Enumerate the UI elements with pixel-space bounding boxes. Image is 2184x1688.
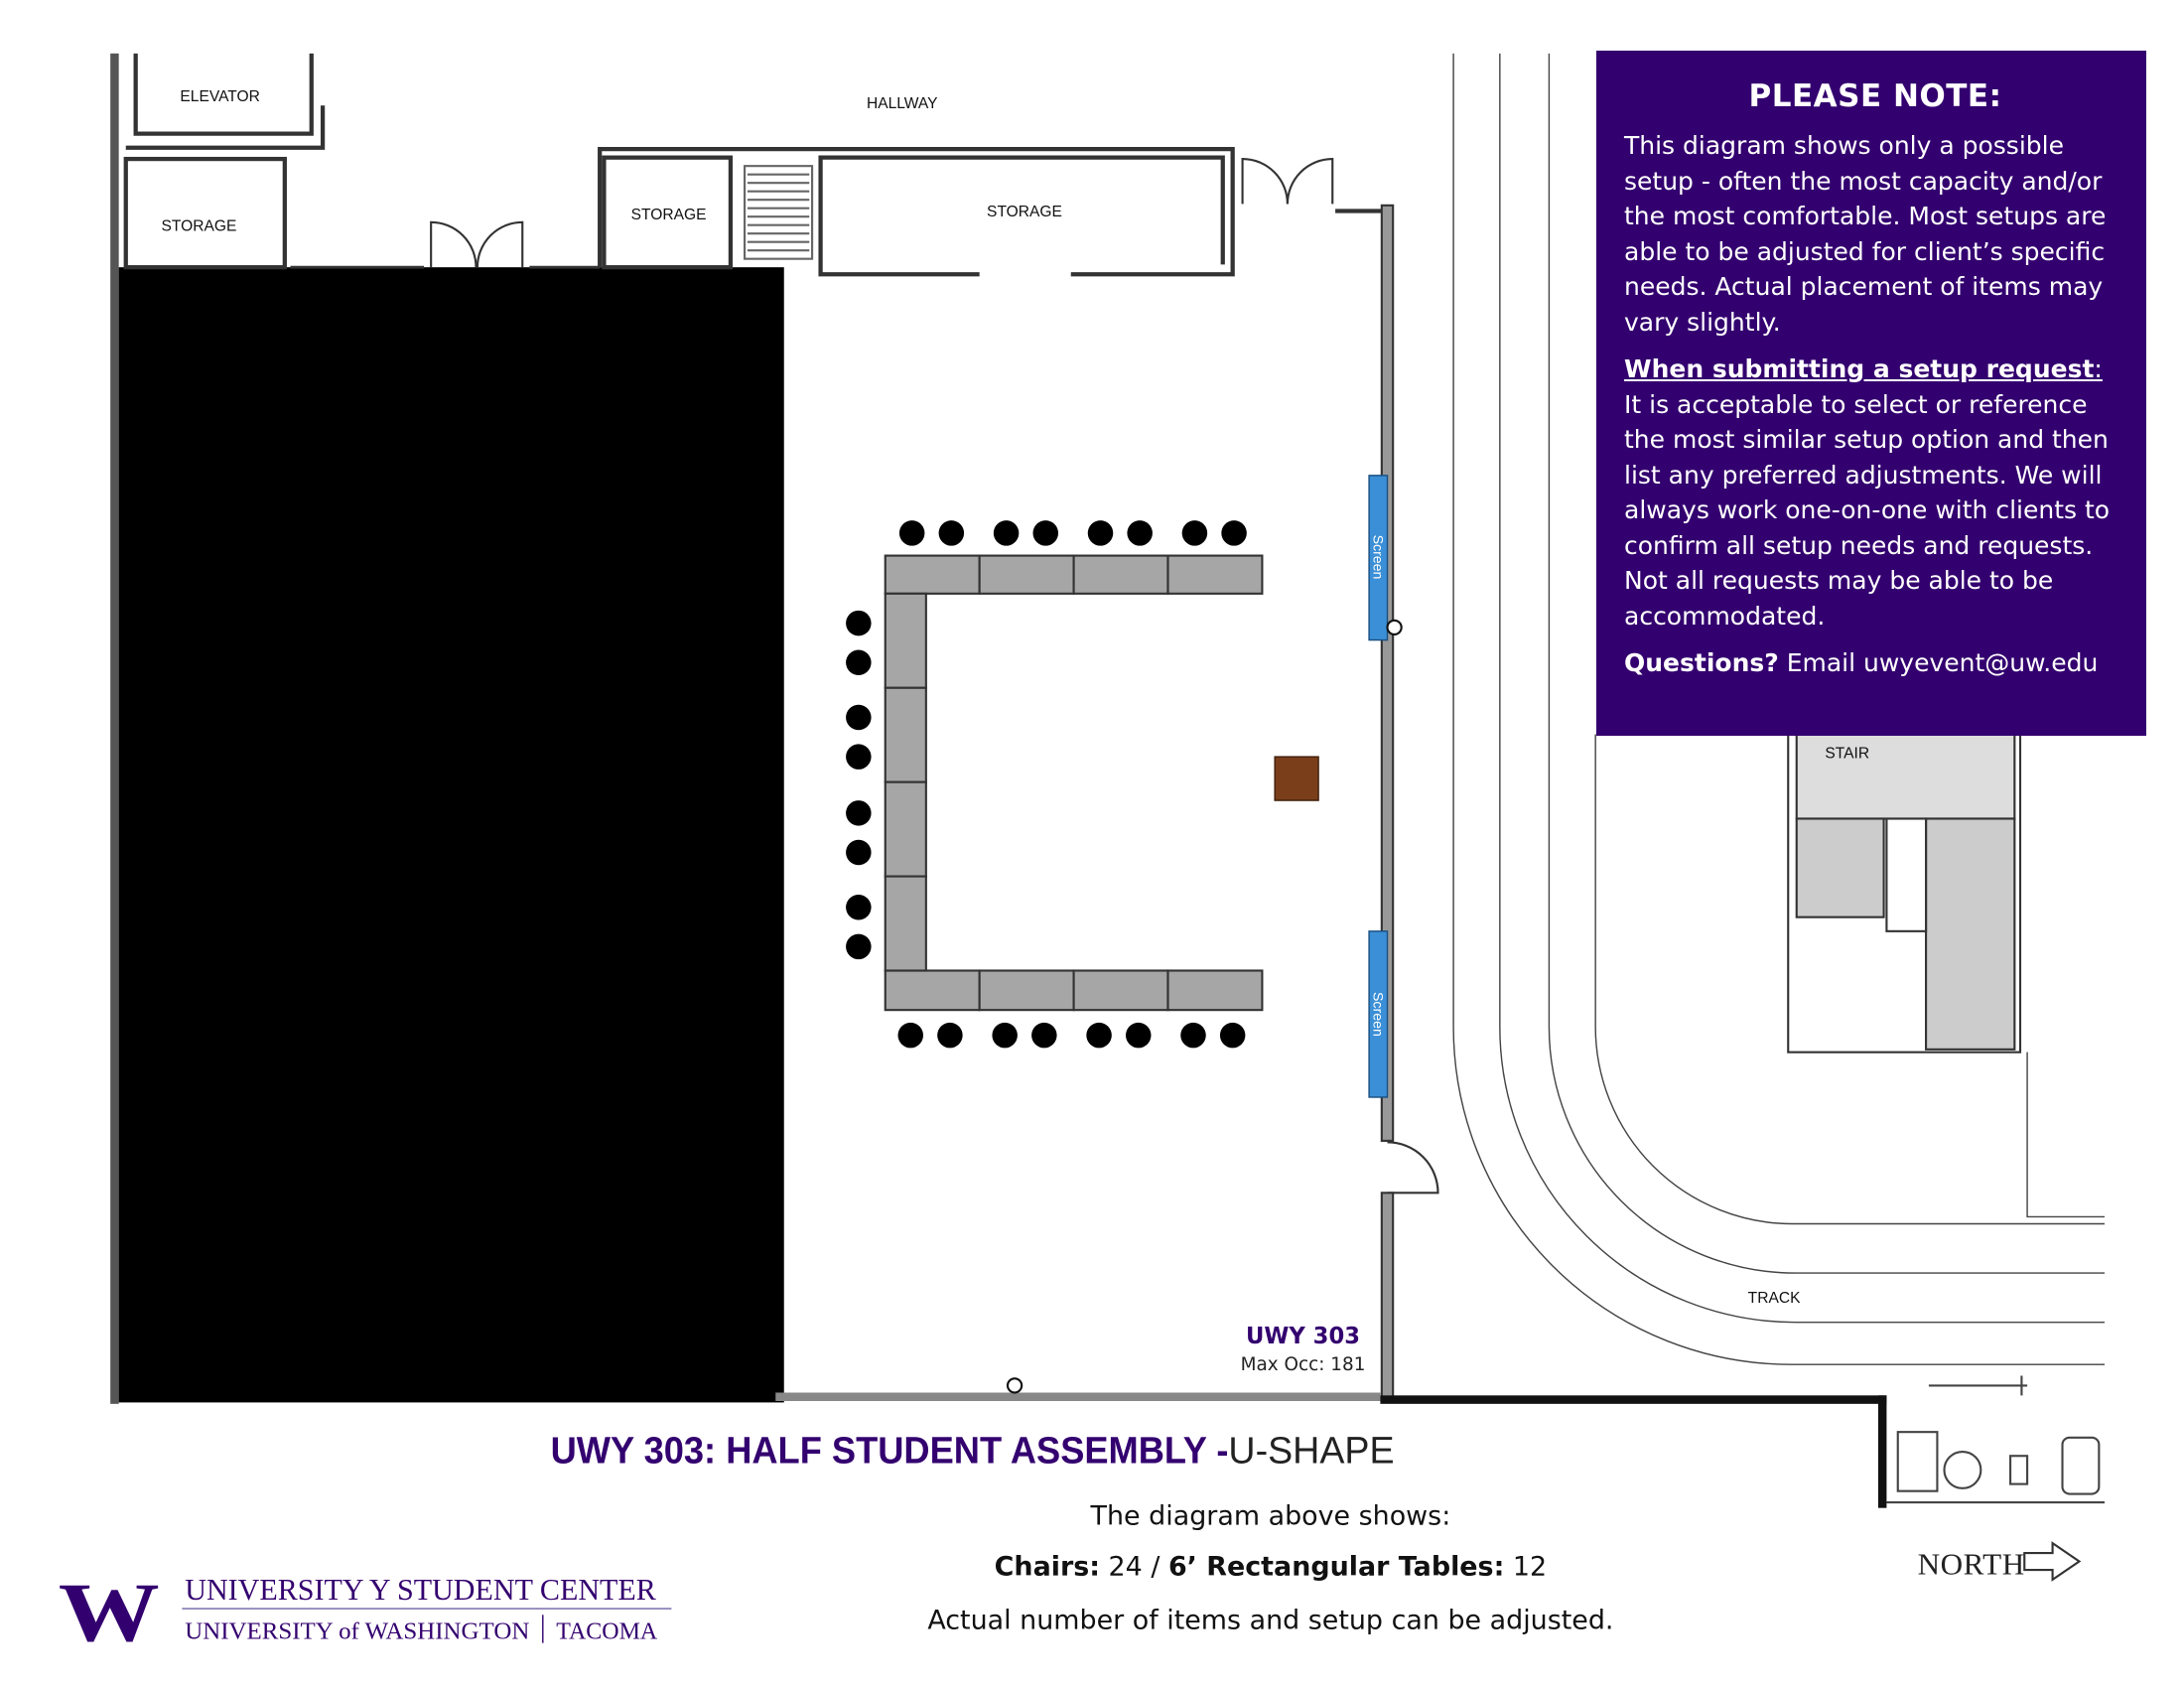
- chair: [1086, 1022, 1112, 1049]
- note-title: PLEASE NOTE:: [1748, 78, 2002, 114]
- chair: [897, 1022, 923, 1049]
- table: [1072, 554, 1169, 595]
- table: [884, 686, 927, 783]
- table: [884, 554, 981, 595]
- chair: [846, 933, 872, 960]
- summary-counts: Chairs: 24 / 6’ Rectangular Tables: 12: [995, 1552, 1547, 1583]
- setup-request-heading: When submitting a setup request: [1624, 354, 2095, 383]
- chair: [1180, 1022, 1206, 1049]
- stair-vent: [744, 165, 814, 260]
- chair: [846, 744, 872, 770]
- logo-line-2: UNIVERSITY of WASHINGTON: [185, 1618, 529, 1644]
- chair: [846, 839, 872, 866]
- logo-line-1: UNIVERSITY Y STUDENT CENTER: [185, 1572, 656, 1607]
- door-swings: [430, 158, 1439, 1195]
- closed-half-area: [118, 267, 784, 1403]
- chair: [846, 895, 872, 920]
- storage-label: STORAGE: [987, 204, 1062, 220]
- note-paragraph-1: This diagram shows only a possible setup…: [1624, 131, 2107, 337]
- please-note-panel: PLEASE NOTE: This diagram shows only a p…: [1596, 51, 2146, 736]
- screen-south: Screen: [1368, 930, 1389, 1098]
- stair: [1787, 733, 2022, 1054]
- table: [1166, 554, 1264, 595]
- chair: [1032, 520, 1058, 546]
- track: [1452, 53, 2106, 1365]
- table: [978, 969, 1075, 1012]
- chair: [1087, 520, 1114, 546]
- table: [1166, 969, 1264, 1012]
- chair: [993, 520, 1020, 546]
- questions-label: Questions?: [1624, 648, 1779, 677]
- chair: [937, 1022, 963, 1049]
- table: [884, 969, 981, 1012]
- tables: [884, 554, 1264, 1012]
- north-label: NORTH: [1918, 1546, 2025, 1581]
- chairs: [846, 520, 1247, 1049]
- podium: [1274, 756, 1319, 801]
- note-questions: Questions? Email uwyevent@uw.edu: [1624, 645, 2126, 681]
- elevator-label: ELEVATOR: [180, 88, 260, 105]
- north-arrow-icon: [2023, 1541, 2082, 1582]
- fixtures: [1886, 1375, 2106, 1504]
- table: [1072, 969, 1169, 1012]
- note-paragraph-2: When submitting a setup request: It is a…: [1624, 354, 2111, 631]
- summary-intro: The diagram above shows:: [1090, 1501, 1451, 1532]
- storage-room-2: [602, 155, 734, 270]
- screen-label: Screen: [1369, 535, 1385, 580]
- chairs-value: 24 /: [1100, 1552, 1168, 1583]
- chair: [1126, 1022, 1152, 1049]
- west-wall: [110, 53, 119, 1404]
- setup-request-body: It is acceptable to select or reference …: [1624, 389, 2111, 631]
- chair: [846, 610, 872, 636]
- stair-label: STAIR: [1825, 746, 1869, 763]
- chair: [1127, 520, 1153, 546]
- storage-label: STORAGE: [631, 207, 707, 223]
- chair: [846, 704, 872, 731]
- screen-label: Screen: [1369, 992, 1385, 1037]
- screen-north: Screen: [1368, 475, 1389, 641]
- chair: [846, 800, 872, 826]
- storage-label: STORAGE: [161, 217, 236, 234]
- chairs-label: Chairs:: [995, 1552, 1100, 1583]
- storage-room-1: [123, 156, 287, 270]
- tables-value: 12: [1504, 1552, 1547, 1583]
- uw-logo: W UNIVERSITY Y STUDENT CENTER UNIVERSITY…: [59, 1566, 672, 1659]
- table: [978, 554, 1075, 595]
- chair: [1181, 520, 1208, 546]
- max-occupancy: Max Occ: 181: [1241, 1354, 1366, 1375]
- chair: [938, 520, 965, 546]
- south-wall: [775, 1377, 1887, 1508]
- tables-label: 6’ Rectangular Tables:: [1168, 1552, 1504, 1583]
- table: [884, 592, 927, 689]
- hallway-label: HALLWAY: [867, 95, 938, 112]
- east-wall: [1335, 204, 1395, 1400]
- chair: [1031, 1022, 1057, 1049]
- chair: [898, 520, 925, 546]
- track-label: TRACK: [1748, 1290, 1801, 1307]
- room-label: UWY 303: [1246, 1324, 1360, 1349]
- logo-line-3: TACOMA: [556, 1618, 658, 1644]
- chair: [1221, 520, 1247, 546]
- uw-w-mark: W: [59, 1566, 160, 1659]
- chair: [1219, 1022, 1246, 1049]
- chair: [992, 1022, 1018, 1049]
- table: [884, 875, 927, 972]
- column-marker: [1386, 619, 1403, 635]
- page-title: UWY 303: HALF STUDENT ASSEMBLY -: [551, 1429, 1229, 1472]
- storage-walls: [598, 147, 1235, 277]
- setup-type: U-SHAPE: [1228, 1429, 1394, 1472]
- elevator: [125, 53, 326, 150]
- questions-email[interactable]: Email uwyevent@uw.edu: [1778, 648, 2099, 677]
- table: [884, 780, 927, 878]
- summary-footer: Actual number of items and setup can be …: [927, 1606, 1613, 1636]
- chair: [846, 649, 872, 675]
